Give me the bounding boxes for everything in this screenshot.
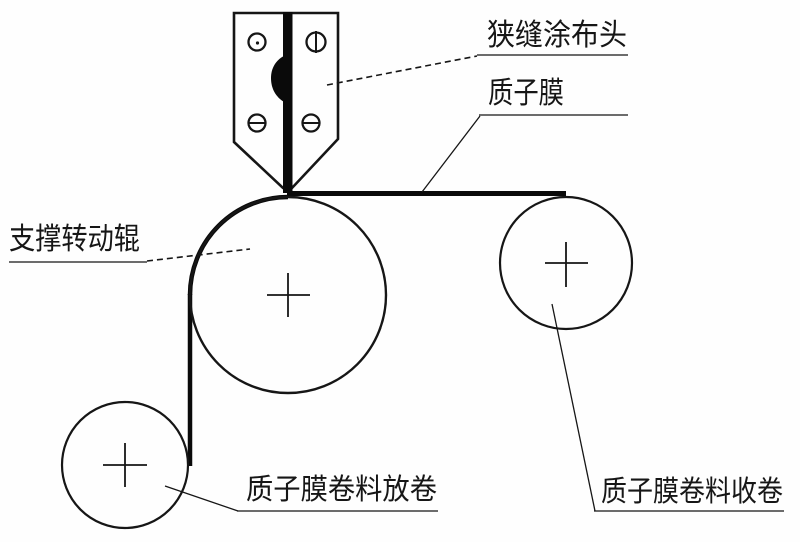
callout-membrane-unwind: 质子膜卷料放卷 — [164, 473, 438, 512]
slot-die-head — [232, 11, 340, 193]
screw-dot-icon — [247, 32, 267, 52]
slot-die-cavity — [271, 56, 284, 102]
unwind-roller — [60, 400, 190, 530]
label-membrane-rewind: 质子膜卷料收卷 — [601, 475, 783, 508]
callout-proton-membrane: 质子膜 — [421, 77, 628, 193]
callout-membrane-rewind: 质子膜卷料收卷 — [551, 303, 784, 512]
leader-dashed-support-roller — [146, 248, 251, 262]
support-roller — [188, 195, 388, 395]
screw-vertical-slot-icon — [305, 31, 327, 53]
label-support-roller: 支撑转动辊 — [9, 223, 140, 256]
leader-dashed-slot-die-head — [326, 55, 478, 86]
leader-proton-membrane — [421, 115, 481, 193]
unwind-roller-circle — [60, 400, 190, 530]
slot-die-slot-channel — [283, 12, 293, 193]
leader-membrane-unwind — [164, 485, 239, 512]
label-proton-membrane: 质子膜 — [488, 77, 564, 110]
rewind-roller — [498, 195, 634, 331]
screw-horizontal-slot-icon — [301, 113, 321, 133]
callout-slot-die-head: 狭缝涂布头 — [326, 19, 628, 86]
support-roller-circle — [188, 195, 388, 395]
screw-horizontal-slot-icon — [247, 113, 267, 133]
label-membrane-unwind: 质子膜卷料放卷 — [246, 473, 437, 506]
leader-membrane-rewind — [551, 303, 596, 512]
rewind-roller-circle — [498, 195, 634, 331]
callout-support-roller: 支撑转动辊 — [9, 223, 251, 263]
label-slot-die-head: 狭缝涂布头 — [487, 19, 627, 52]
